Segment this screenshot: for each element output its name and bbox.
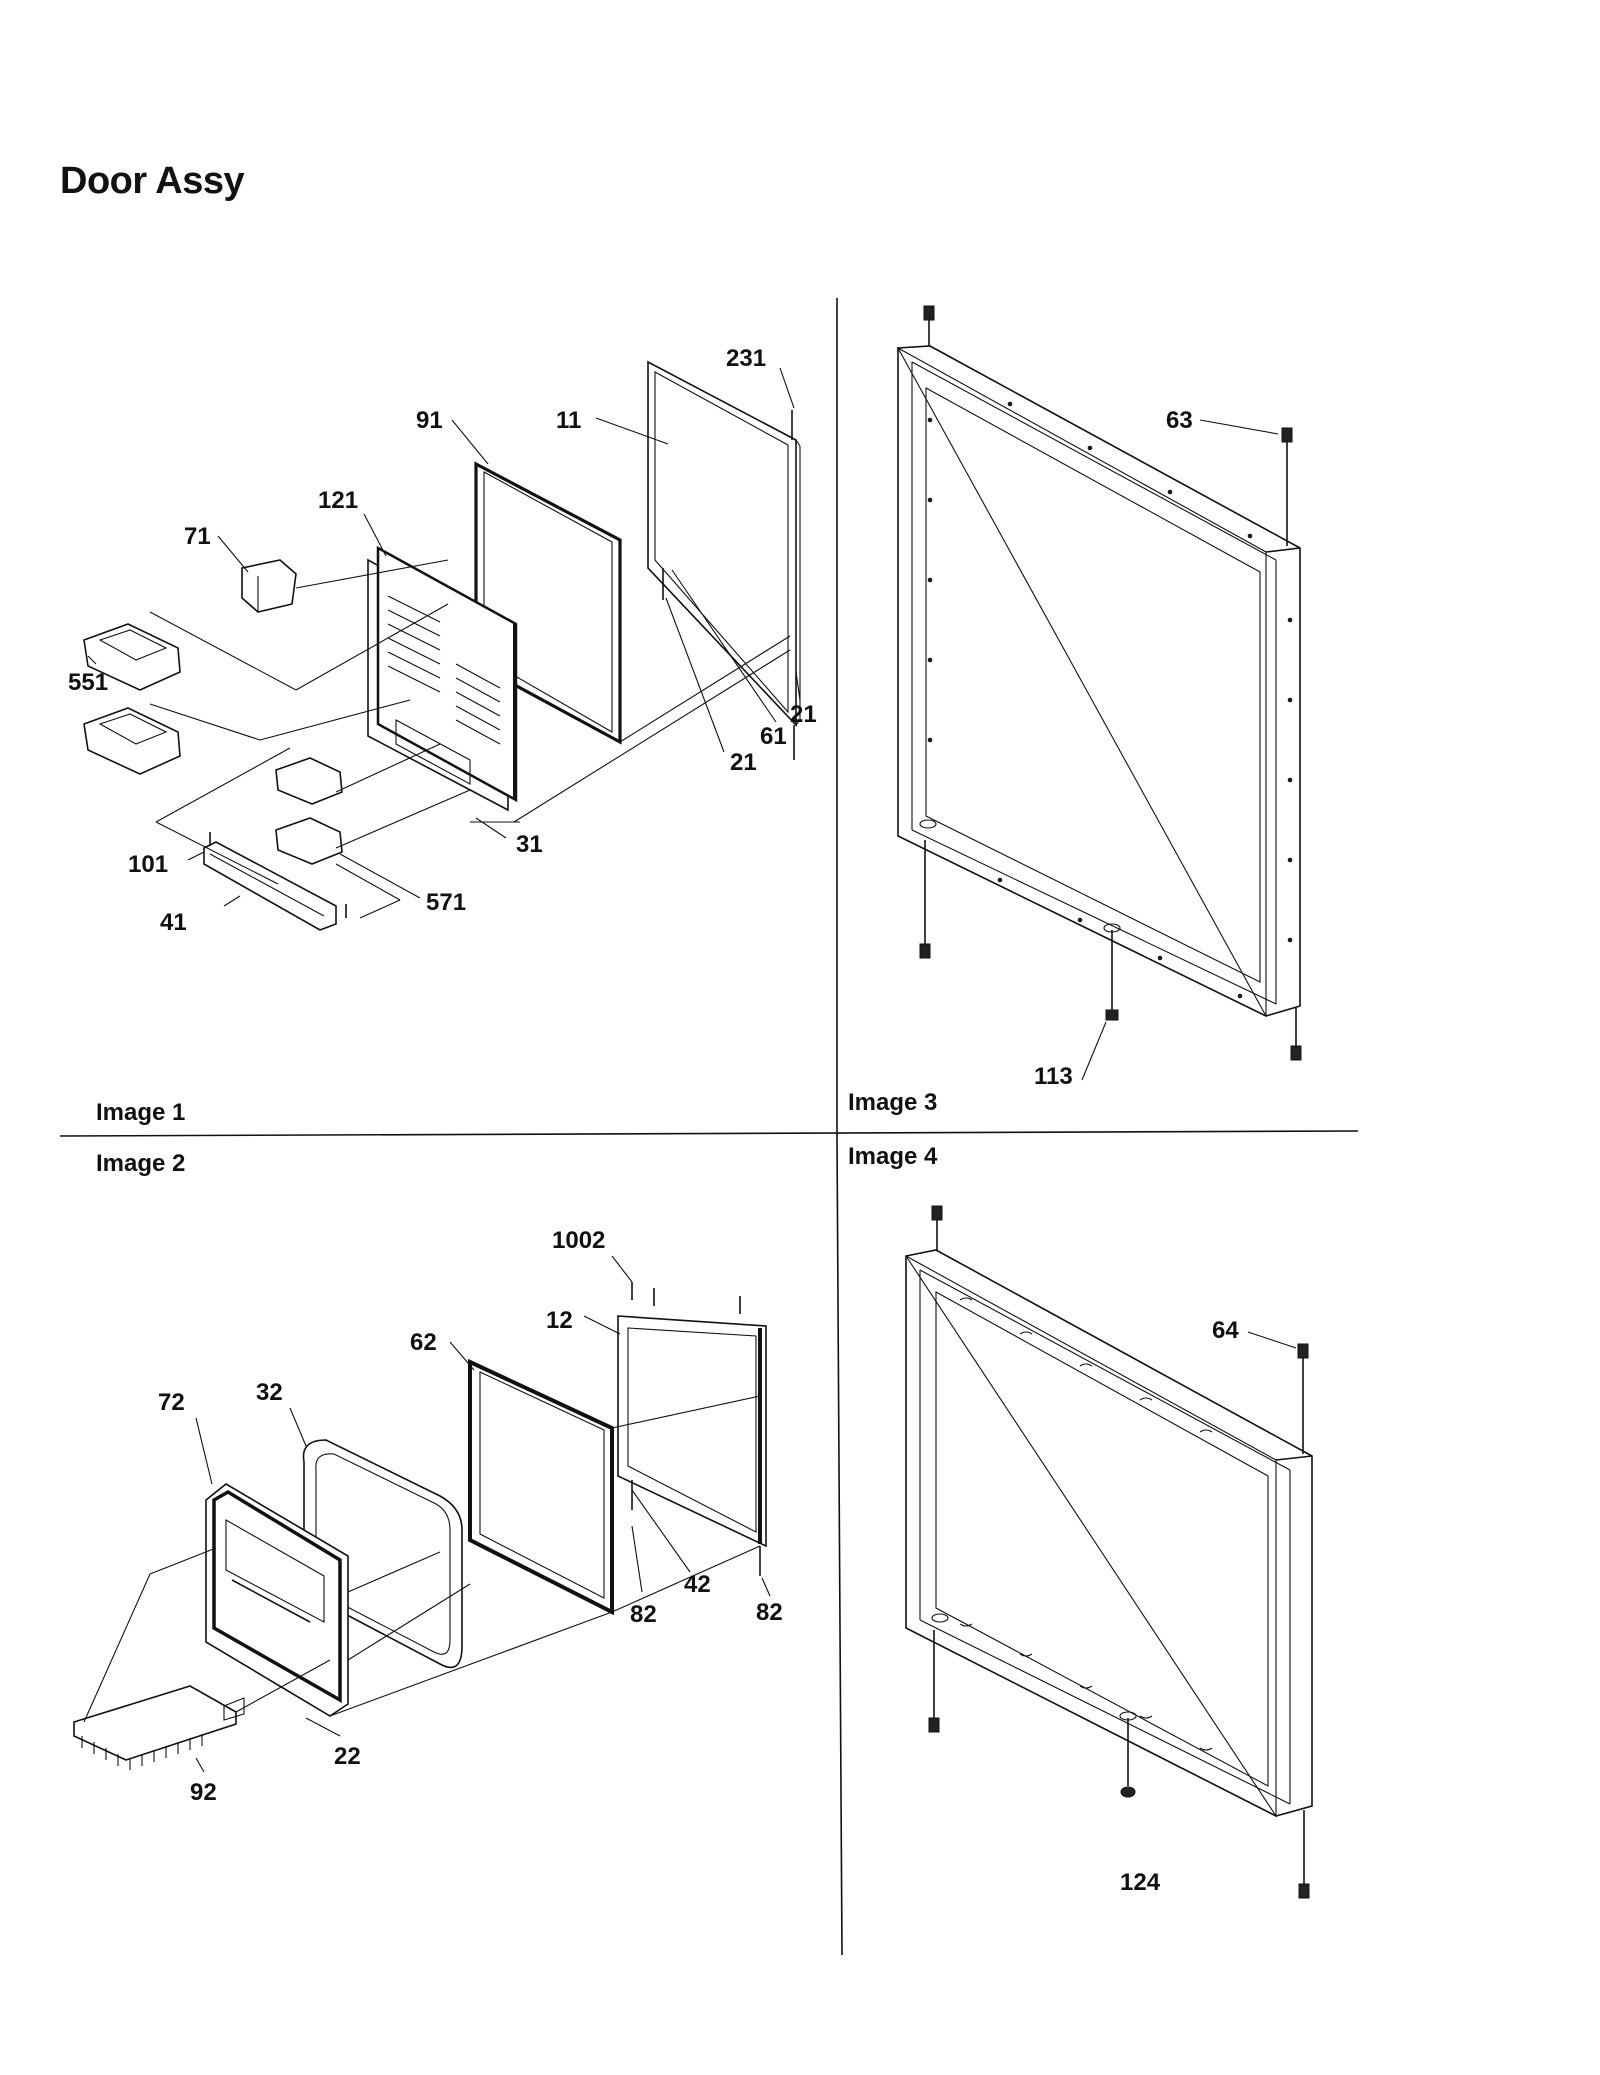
callout-92: 92 — [190, 1779, 217, 1806]
callout-71: 71 — [184, 523, 211, 550]
callout-12: 12 — [546, 1307, 573, 1334]
panel-dividers — [59, 298, 1359, 1956]
callout-32: 32 — [256, 1379, 283, 1406]
door-shelves-551 — [83, 623, 181, 775]
callout-231: 231 — [726, 345, 766, 372]
grille — [73, 1685, 245, 1770]
callout-62: 62 — [410, 1329, 437, 1356]
panel-label-image-3: Image 3 — [848, 1089, 937, 1116]
callout-91: 91 — [416, 407, 443, 434]
screws-4 — [928, 1205, 1310, 1899]
outer-door-panel — [647, 360, 801, 760]
image-3-diagram: 63 113 — [896, 305, 1302, 1090]
callout-64: 64 — [1212, 1317, 1239, 1344]
door-frame-4 — [905, 1249, 1313, 1818]
callout-21-right: 21 — [790, 701, 817, 728]
callout-82-left: 82 — [630, 1601, 657, 1628]
callout-113: 113 — [1034, 1063, 1073, 1090]
door-frame-3 — [896, 345, 1301, 1017]
callout-11: 11 — [556, 407, 581, 434]
page-title: Door Assy — [60, 160, 245, 202]
callout-61: 61 — [760, 723, 787, 750]
callout-124: 124 — [1120, 1869, 1161, 1896]
callout-101: 101 — [128, 851, 168, 878]
callout-21-left: 21 — [730, 749, 757, 776]
callout-82-right: 82 — [756, 1599, 783, 1626]
dairy-door — [241, 559, 297, 613]
image-4-diagram: 64 124 — [905, 1205, 1313, 1899]
assembly-lines-1 — [149, 559, 791, 919]
callout-571: 571 — [426, 889, 466, 916]
panel-label-image-1: Image 1 — [96, 1099, 185, 1126]
callout-31: 31 — [516, 831, 543, 858]
screws-3 — [919, 305, 1302, 1061]
assembly-lines-2 — [83, 1395, 761, 1723]
freezer-gasket — [468, 1358, 614, 1616]
bottom-rail — [203, 832, 347, 931]
callout-551: 551 — [68, 669, 108, 696]
callout-63: 63 — [1166, 407, 1193, 434]
callout-42: 42 — [684, 1571, 711, 1598]
panel-label-image-4: Image 4 — [848, 1143, 938, 1170]
freezer-front-panel — [205, 1483, 349, 1717]
door-liner — [367, 545, 518, 812]
image-1-diagram: 231 91 11 121 71 551 61 21 21 31 101 571… — [68, 345, 817, 936]
door-bins-571 — [275, 757, 343, 865]
callout-22: 22 — [334, 1743, 361, 1770]
callout-1002: 1002 — [552, 1227, 605, 1254]
callout-41: 41 — [160, 909, 187, 936]
callout-121: 121 — [318, 487, 358, 514]
panel-label-image-2: Image 2 — [96, 1150, 185, 1177]
freezer-door-frame — [617, 1282, 767, 1576]
callout-72: 72 — [158, 1389, 185, 1416]
image-2-diagram: 1002 12 62 72 32 42 82 82 22 92 — [73, 1227, 783, 1806]
